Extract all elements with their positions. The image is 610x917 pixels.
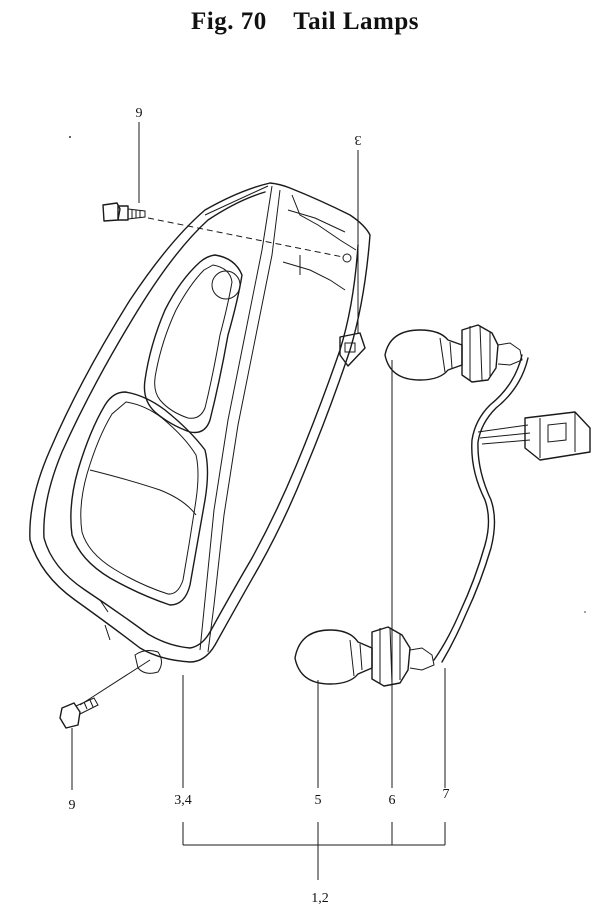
callout-screw-top: 9 <box>136 106 143 121</box>
bulb-small <box>294 626 435 687</box>
wiring-harness <box>433 354 591 663</box>
callout-harness: 7 <box>443 787 450 802</box>
screw-top <box>102 202 146 222</box>
callout-bulb-small: 5 <box>315 793 322 808</box>
callout-screw-bottom: 9 <box>69 798 76 813</box>
callout-assembly: 1,2 <box>311 891 329 906</box>
screw-bottom <box>59 697 99 729</box>
callout-bulb-large: 6 <box>389 793 396 808</box>
screw-bottom-leader <box>79 659 151 706</box>
figure-title: Fig. 70 Tail Lamps <box>191 8 419 35</box>
screw-alignment-line <box>147 217 344 258</box>
clip-nut <box>339 332 366 367</box>
lamp-housing <box>29 182 371 674</box>
callout-housing: 3,4 <box>174 793 192 808</box>
callout-clip: 3 <box>355 132 362 147</box>
leader-lines <box>71 122 446 880</box>
bulb-large <box>384 324 523 383</box>
